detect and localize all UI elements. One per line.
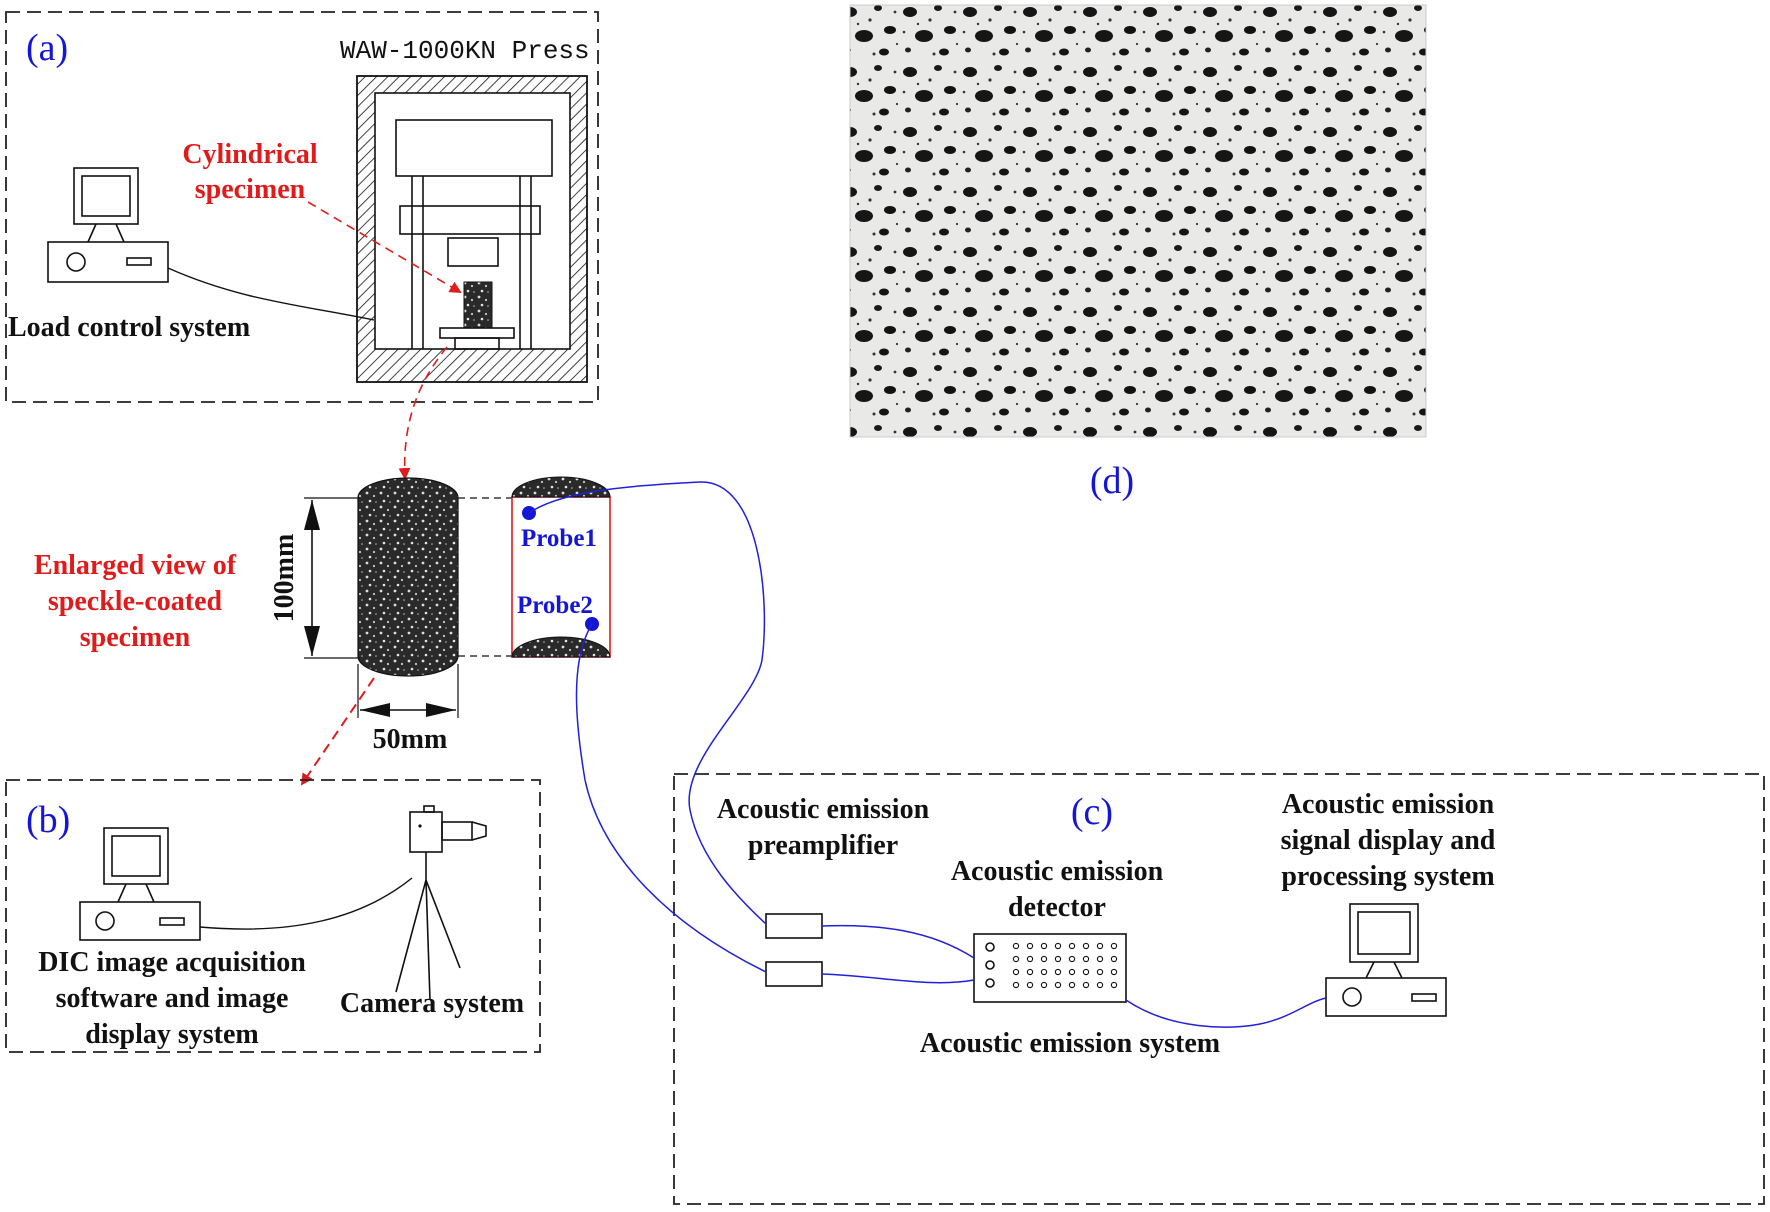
probe1-cable [528, 481, 767, 925]
detector-to-display-wire [1125, 997, 1327, 1028]
panel-d-label: (d) [1090, 460, 1134, 502]
speckle-pattern-image [849, 4, 1427, 438]
press-specimen [463, 281, 493, 329]
load-control-label: Load control system [8, 312, 250, 343]
detector-label-2: detector [1008, 892, 1106, 923]
detector-channel-dot [1040, 955, 1048, 963]
camera-cable [199, 877, 413, 930]
speckle-cylinder [357, 477, 459, 677]
detector-channel-dot [1026, 981, 1034, 989]
preamp-label-2: preamplifier [748, 830, 898, 861]
preamplifier-2 [765, 961, 823, 987]
enlarged-specimen: Enlarged view of speckle-coated specimen… [34, 476, 611, 755]
detector-channel-dot [1012, 981, 1020, 989]
to-dic-arrow [300, 677, 375, 786]
ae-display-label-3: processing system [1281, 861, 1494, 892]
detector-channel-dot [1096, 981, 1104, 989]
detector-channel-dot [1068, 955, 1076, 963]
width-dimension: 50mm [373, 724, 448, 755]
enlarged-view-label-3: specimen [80, 622, 191, 653]
preamp-label-1: Acoustic emission [717, 794, 930, 825]
detector-channel-dot [1096, 942, 1104, 950]
dic-label-3: display system [85, 1019, 258, 1050]
probe2-label: Probe2 [517, 592, 593, 619]
detector-channel-dot [1110, 955, 1118, 963]
height-dimension: 100mm [269, 534, 300, 623]
detector-channel-dot [1026, 968, 1034, 976]
preamplifier-1 [765, 913, 823, 939]
detector-channel-dot [1082, 968, 1090, 976]
panel-c-label: (c) [1071, 791, 1113, 833]
enlarged-view-label-1: Enlarged view of [34, 550, 237, 581]
ae-display-label-1: Acoustic emission [1282, 789, 1495, 820]
detector-channel-dot [1082, 942, 1090, 950]
detector-channel-dot [1026, 942, 1034, 950]
cylindrical-specimen-label-2: specimen [195, 174, 306, 205]
panel-a-frame [5, 11, 599, 403]
panel-b-frame [5, 779, 541, 1053]
probe-side-view [511, 496, 611, 658]
detector-channel-dot [1026, 955, 1034, 963]
camera-label: Camera system [340, 988, 524, 1019]
press-label: WAW-1000KN Press [340, 36, 590, 66]
ae-display-label-2: signal display and [1281, 825, 1496, 856]
detector-channel-dot [1054, 968, 1062, 976]
detector-channel-dot [1040, 968, 1048, 976]
detector-channel-dot [1040, 942, 1048, 950]
panel-a-label: (a) [26, 27, 68, 69]
detector-channel-dot [1054, 942, 1062, 950]
detector-channel-dot [1012, 955, 1020, 963]
detector-channel-dot [1082, 955, 1090, 963]
load-control-computer [47, 167, 169, 283]
detector-channel-dot [1110, 942, 1118, 950]
detector-channel-dot [1096, 955, 1104, 963]
camera-tripod [395, 805, 487, 1001]
probe2-cable [575, 623, 767, 973]
panel-d-speckle-photo: (d) [849, 4, 1427, 502]
load-control-cable [167, 267, 375, 321]
enlarge-arrow [398, 346, 448, 480]
probe1-label: Probe1 [521, 525, 597, 552]
detector-channel-dot [1110, 968, 1118, 976]
detector-channel-dot [1068, 968, 1076, 976]
detector-label-1: Acoustic emission [951, 856, 1164, 887]
preamp2-to-detector-wire [821, 973, 975, 984]
cylindrical-specimen-label-1: Cylindrical [182, 139, 318, 170]
enlarged-view-label-2: speckle-coated [48, 586, 223, 617]
panel-b-dic-system: (b) DIC image acquisition software and i… [5, 779, 541, 1053]
ae-display-computer [1325, 903, 1447, 1017]
preamp1-to-detector-wire [821, 924, 975, 959]
ae-system-label: Acoustic emission system [920, 1028, 1220, 1059]
detector-channel-dot [1054, 981, 1062, 989]
detector-channel-dot [1096, 968, 1104, 976]
detector-channel-dot [1054, 955, 1062, 963]
detector-channel-dot [1012, 942, 1020, 950]
detector-channel-dot [1068, 981, 1076, 989]
detector-channel-dot [1040, 981, 1048, 989]
detector-channel-dot [1110, 981, 1118, 989]
panel-c-acoustic-emission: (c) Acoustic emission preamplifier Acous… [673, 773, 1765, 1205]
detector-channel-dot [1068, 942, 1076, 950]
panel-c-frame [673, 773, 1765, 1205]
detector-channel-dot [1012, 968, 1020, 976]
panel-b-label: (b) [26, 799, 70, 841]
panel-a-loading-setup: (a) WAW-1000KN Press Cylindrical specime… [5, 11, 599, 403]
dic-label-2: software and image [56, 983, 289, 1014]
detector-channel-dot [1082, 981, 1090, 989]
dic-label-1: DIC image acquisition [38, 947, 306, 978]
press-machine [356, 75, 588, 383]
dic-computer [79, 827, 201, 941]
ae-detector-unit [973, 933, 1127, 1003]
